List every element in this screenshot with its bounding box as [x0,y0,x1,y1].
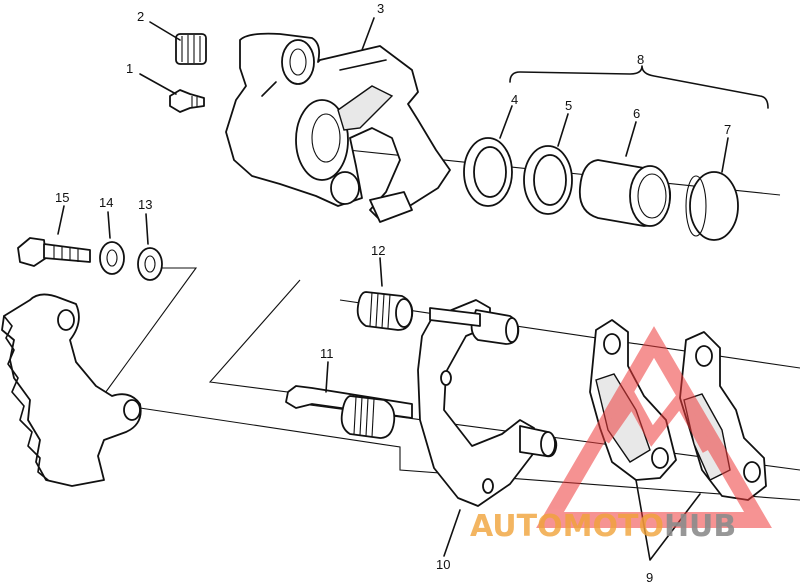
part-6-piston [578,121,671,227]
part-13-washer [137,213,163,281]
logo-triangle-outer [536,326,772,528]
part-10-caliper-bracket [417,299,558,557]
callout-8: 8 [637,52,644,67]
callout-5: 5 [565,98,572,113]
part-14-washer [99,211,125,275]
mounting-arm [1,293,142,487]
callout-3: 3 [377,1,384,16]
part-3-caliper-body [225,17,451,223]
part-4-seal [463,105,513,207]
callout-15: 15 [55,190,69,205]
kit-bracket-8 [509,65,769,109]
part-1-bleeder-valve [139,73,205,113]
callout-13: 13 [138,197,152,212]
callout-14: 14 [99,195,113,210]
watermark-text-hub: HUB [664,509,736,544]
part-7-dust-boot [685,137,739,241]
watermark-text: AUTOMOTOHUB [470,509,736,544]
callout-10: 10 [436,557,450,572]
callout-4: 4 [511,92,518,107]
automotohub-watermark [536,326,772,528]
callout-12: 12 [371,243,385,258]
callout-7: 7 [724,122,731,137]
part-2-bleeder-cap [149,21,207,65]
part-15-bolt [17,205,91,267]
logo-triangle-inner [599,388,714,453]
part-12-bushing [356,257,414,331]
callout-2: 2 [137,9,144,24]
callout-11: 11 [320,346,334,361]
callout-1: 1 [126,61,133,76]
callout-9: 9 [646,570,653,585]
part-5-seal [523,113,573,215]
callout-6: 6 [633,106,640,121]
automotohub-logo-icon [536,326,772,528]
watermark-text-automoto: AUTOMOTO [470,509,664,544]
callout-labels: 1 2 3 4 5 6 7 8 9 10 11 12 13 14 15 [55,1,731,585]
part-11-guide-pin [285,361,413,439]
